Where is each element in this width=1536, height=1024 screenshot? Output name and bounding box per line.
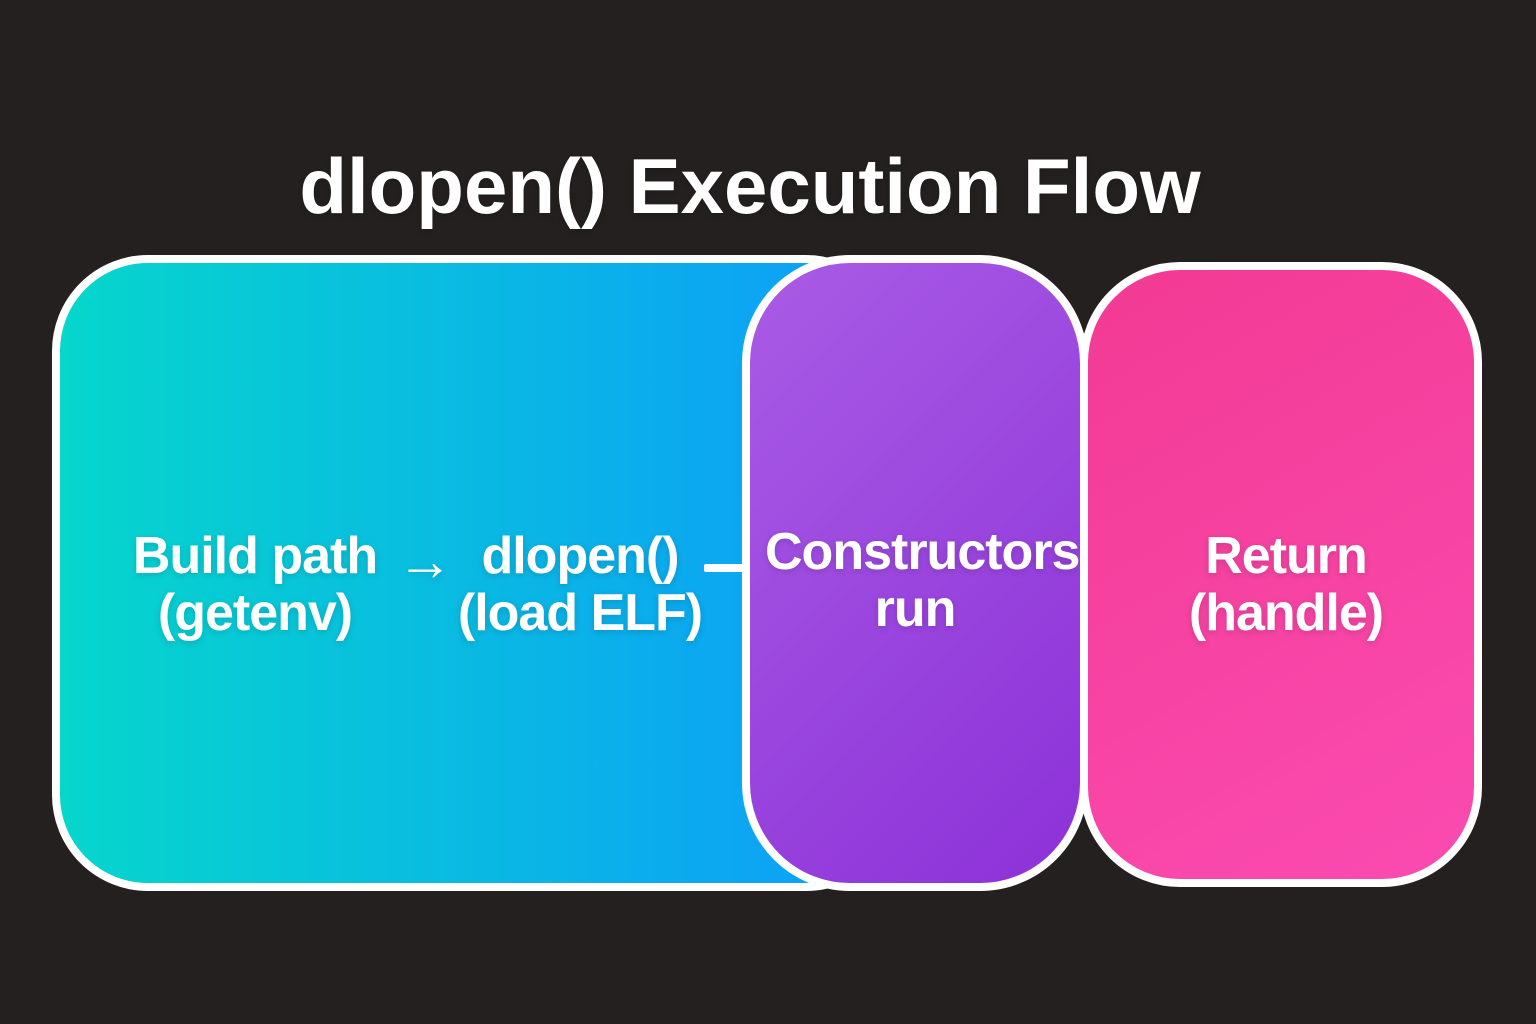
step-return-line2: (handle) [1188,584,1384,642]
step-return: Return (handle) [1110,528,1462,642]
step-constructors: Constructors run [765,523,1080,638]
step-build-path-line1: Build path [132,527,378,585]
step-return-line1: Return [1205,527,1368,585]
step-build-path: Build path (getenv) [105,528,405,642]
step-dlopen-line2: (load ELF) [457,584,703,642]
page-title: dlopen() Execution Flow [299,142,1201,231]
step-dlopen: dlopen() (load ELF) [440,528,720,642]
stage-box-return [1080,262,1482,887]
step-dlopen-line1: dlopen() [481,527,679,585]
right-arrow-icon: → [397,529,453,592]
connector-line [704,564,750,572]
step-constructors-line1: Constructors [765,523,1080,581]
step-build-path-line2: (getenv) [157,584,353,642]
step-constructors-line2: run [874,580,957,638]
stage-box-constructors [742,255,1088,891]
